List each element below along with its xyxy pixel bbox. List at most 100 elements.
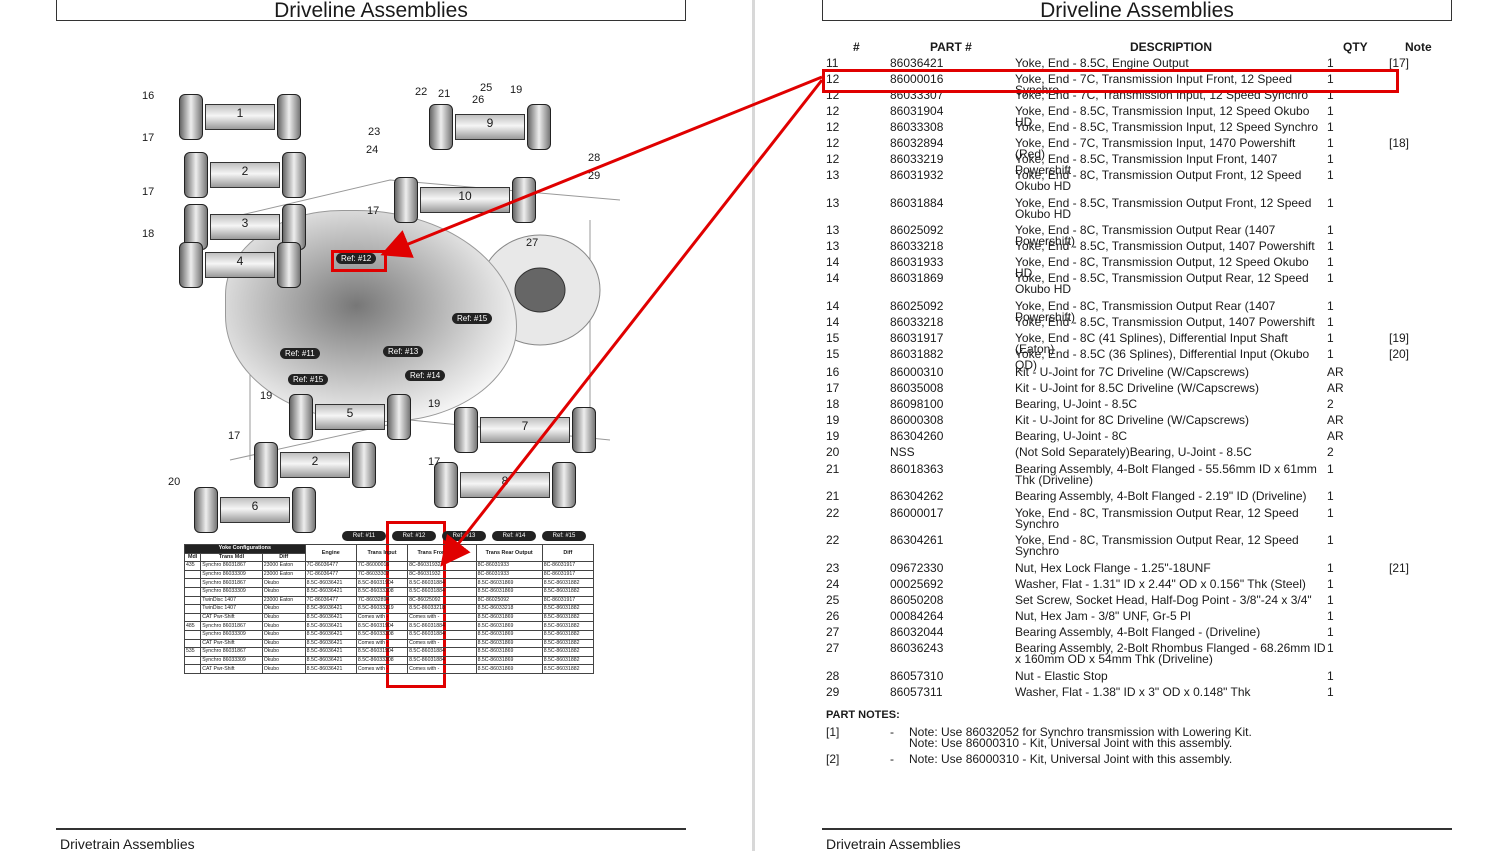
parts-qty: 1 <box>1327 239 1334 253</box>
parts-num: 17 <box>826 381 840 395</box>
shaft-7: 5 <box>285 392 423 448</box>
yoke-config-title: Yoke Configurations <box>184 544 306 554</box>
parts-part: 86036421 <box>890 56 944 70</box>
parts-num: 27 <box>826 641 840 655</box>
yoke-cell: TwinDisc 1407 <box>200 604 263 614</box>
ref-tag: Ref: #13 <box>383 346 424 357</box>
parts-desc: Yoke, End - 8C, Transmission Output Rear… <box>1015 533 1299 558</box>
note-id: [2] <box>826 752 840 766</box>
shaft-number: 4 <box>236 254 244 268</box>
ref-tag: Ref: #12 <box>336 253 377 264</box>
parts-desc: (Not Sold Separately)Bearing, U-Joint - … <box>1015 445 1252 459</box>
yoke-cell: 8.5C-86036421 <box>304 664 357 674</box>
parts-note: [17] <box>1389 56 1410 70</box>
yoke-cell: 8.5C-86031884 <box>407 655 477 666</box>
parts-qty: 2 <box>1327 445 1334 459</box>
page-divider <box>752 0 755 851</box>
parts-qty: 1 <box>1327 347 1334 361</box>
parts-part: 86000017 <box>890 506 944 520</box>
yoke-cell: Comes with - <box>355 664 409 674</box>
ref-tag: Ref: #15 <box>452 313 493 324</box>
yoke-cell: 8.5C-86036421 <box>304 638 357 649</box>
yoke-cell: 8C-86031932 <box>407 561 477 571</box>
col-trans-front: Trans Front Output <box>407 543 477 563</box>
yoke-cell: Comes with - <box>355 612 409 623</box>
yoke-cell: 8.5C-86031882 <box>541 612 595 623</box>
parts-part: 86057310 <box>890 669 944 683</box>
yoke-cell: 23000 Eaton <box>261 569 306 580</box>
parts-num: 16 <box>826 365 840 379</box>
parts-part: 86304262 <box>890 489 944 503</box>
yoke-cell: Okubo <box>261 638 306 649</box>
parts-qty: 1 <box>1327 625 1334 639</box>
u-joint-icon <box>277 242 301 288</box>
yoke-cell: 8.5C-86031882 <box>541 629 595 640</box>
yoke-cell: 8C-86031933 <box>475 569 543 580</box>
parts-desc: Nut, Hex Jam - 3/8" UNF, Gr-5 Pl <box>1015 609 1191 623</box>
note-dash: - <box>890 725 894 739</box>
yoke-cell <box>183 578 202 588</box>
parts-num: 25 <box>826 593 840 607</box>
yoke-cell: Okubo <box>261 629 306 640</box>
yoke-cell: 8.5C-86031869 <box>475 629 543 640</box>
yoke-cell: Okubo <box>261 604 306 614</box>
parts-desc: Yoke, End - 8.5C (36 Splines), Different… <box>1015 347 1310 372</box>
parts-qty: 1 <box>1327 120 1334 134</box>
parts-desc: Yoke, End - 8.5C, Transmission Output Re… <box>1015 271 1309 296</box>
parts-part: 86031869 <box>890 271 944 285</box>
shaft-number: 6 <box>251 499 259 513</box>
parts-qty: 1 <box>1327 223 1334 237</box>
shaft-4: 4 <box>175 240 313 296</box>
parts-num: 14 <box>826 255 840 269</box>
parts-desc: Yoke, End - 8.5C, Transmission Input Fro… <box>1015 152 1278 177</box>
parts-desc: Nut - Elastic Stop <box>1015 669 1108 683</box>
parts-part: 86031932 <box>890 168 944 182</box>
parts-qty: 1 <box>1327 685 1334 699</box>
shaft-number: 10 <box>458 189 472 203</box>
parts-desc: Yoke, End - 7C, Transmission Input, 1470… <box>1015 136 1296 161</box>
shaft-10: 8 <box>430 460 588 516</box>
parts-part: 86031917 <box>890 331 944 345</box>
callout-label: 29 <box>588 170 601 182</box>
yoke-cell: Okubo <box>261 664 306 674</box>
callout-label: 28 <box>588 152 601 164</box>
yoke-cell <box>183 638 202 649</box>
yoke-cell: Comes with - <box>407 612 477 623</box>
left-footer: Drivetrain Assemblies <box>60 836 195 852</box>
shaft-tube <box>205 104 275 130</box>
parts-part: 00084264 <box>890 609 944 623</box>
yoke-cell: 8.5C-86031869 <box>475 586 543 597</box>
yoke-cell: Okubo <box>261 655 306 666</box>
yoke-cell: 8.5C-86031869 <box>475 664 543 674</box>
parts-qty: 1 <box>1327 462 1334 476</box>
parts-desc: Yoke, End - 8.5C, Engine Output <box>1015 56 1189 70</box>
parts-qty: 1 <box>1327 299 1334 313</box>
header-qty: QTY <box>1343 40 1368 54</box>
callout-label: 19 <box>510 84 523 96</box>
yoke-cell: Comes with - <box>355 638 409 649</box>
yoke-cell: Synchro 86033309 <box>200 655 263 666</box>
parts-part: 86033308 <box>890 120 944 134</box>
parts-desc: Kit - U-Joint for 7C Driveline (W/Capscr… <box>1015 365 1250 379</box>
parts-num: 27 <box>826 625 840 639</box>
col-engine: Engine <box>304 543 357 563</box>
yoke-cell: 8.5C-86036421 <box>304 621 357 631</box>
parts-part: 86031882 <box>890 347 944 361</box>
yoke-cell: Okubo <box>261 612 306 623</box>
parts-part: 86304260 <box>890 429 944 443</box>
u-joint-icon <box>292 487 316 533</box>
parts-qty: 1 <box>1327 489 1334 503</box>
parts-num: 22 <box>826 506 840 520</box>
parts-qty: 1 <box>1327 577 1334 591</box>
highlight-box-ref12-tag <box>331 250 387 272</box>
yoke-cell <box>183 629 202 640</box>
yoke-cell: 8.5C-86031869 <box>475 578 543 588</box>
note-text: Note: Use 86032052 for Synchro transmiss… <box>909 726 1469 749</box>
u-joint-icon <box>254 442 278 488</box>
